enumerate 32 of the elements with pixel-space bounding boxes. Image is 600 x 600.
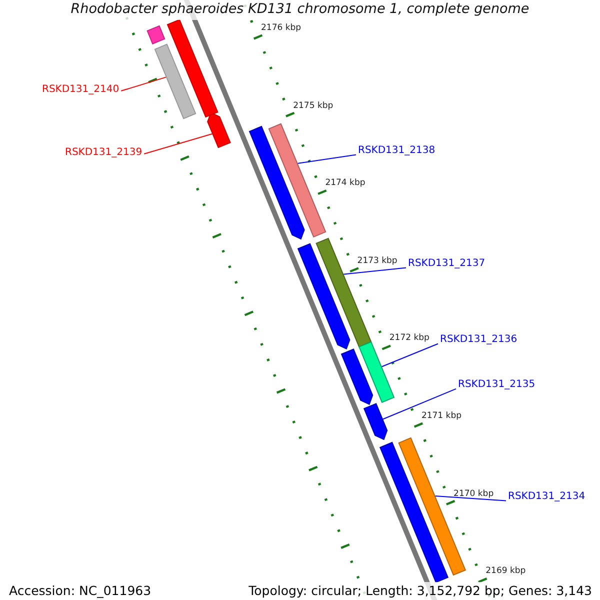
leader-line xyxy=(434,495,506,502)
gene-label: RSKD131_2136 xyxy=(440,334,518,346)
gene-label: RSKD131_2139 xyxy=(65,147,142,158)
leader-line xyxy=(381,343,438,368)
scale-label: 2176 kbp xyxy=(261,24,302,34)
gene-bar xyxy=(297,243,350,350)
gene-label: RSKD131_2137 xyxy=(408,258,486,270)
scale-label: 2170 kbp xyxy=(454,490,494,500)
leader-line xyxy=(120,76,166,92)
gene-bar xyxy=(340,348,374,405)
scale-label: 2174 kbp xyxy=(325,179,366,189)
gene-bar xyxy=(207,112,231,148)
scale-label: 2171 kbp xyxy=(421,412,462,422)
scale-label: 2175 kbp xyxy=(293,102,334,112)
gene-bar xyxy=(363,402,388,440)
gene-label: RSKD131_2134 xyxy=(508,491,586,502)
gene-bar xyxy=(166,19,218,118)
scale-label: 2169 kbp xyxy=(486,567,526,578)
gene-label: RSKD131_2138 xyxy=(358,145,436,156)
gene-bar xyxy=(379,442,449,583)
scale-label: 2172 kbp xyxy=(389,334,430,344)
gene-bar xyxy=(358,341,395,403)
gene-bar xyxy=(268,123,326,238)
scale-label: 2173 kbp xyxy=(357,256,398,267)
leader-line xyxy=(297,154,356,164)
leader-line xyxy=(343,267,406,275)
gene-bar xyxy=(248,126,305,240)
gene-label: RSKD131_2135 xyxy=(458,379,536,390)
gene-bar xyxy=(154,44,196,120)
leader-line xyxy=(144,133,213,154)
leader-line xyxy=(382,388,456,420)
gene-label: RSKD131_2140 xyxy=(42,84,120,96)
